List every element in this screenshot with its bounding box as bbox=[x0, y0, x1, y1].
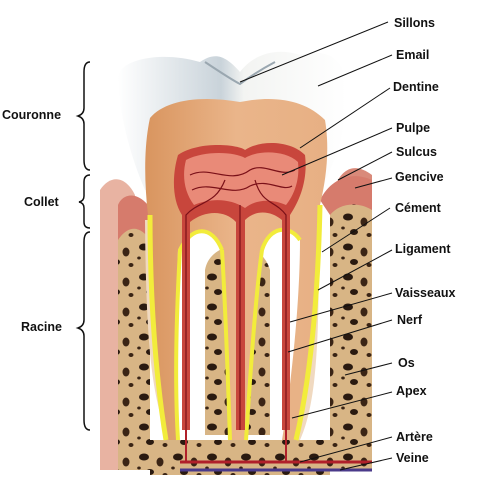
label-dentine: Dentine bbox=[393, 80, 439, 94]
bone-right bbox=[330, 201, 372, 470]
region-racine: Racine bbox=[21, 320, 62, 334]
label-nerf: Nerf bbox=[397, 313, 423, 327]
label-pulpe: Pulpe bbox=[396, 121, 431, 135]
cement-inner bbox=[174, 227, 302, 441]
label-sillons: Sillons bbox=[394, 16, 435, 30]
label-os: Os bbox=[398, 356, 415, 370]
label-email: Email bbox=[396, 48, 430, 62]
region-braces bbox=[75, 61, 91, 431]
sillon-groove bbox=[204, 61, 276, 86]
label-sulcus: Sulcus bbox=[396, 145, 437, 159]
cement-right bbox=[293, 204, 323, 441]
pulpe-inner bbox=[184, 152, 299, 208]
cement-left bbox=[147, 214, 169, 441]
label-apex: Apex bbox=[396, 384, 427, 398]
label-veine: Veine bbox=[396, 451, 429, 465]
leader-lines bbox=[239, 21, 393, 471]
gencive bbox=[118, 195, 150, 240]
label-artere: Artère bbox=[396, 430, 433, 444]
label-cement: Cément bbox=[395, 201, 441, 215]
label-gencive: Gencive bbox=[395, 170, 444, 184]
label-ligament: Ligament bbox=[395, 242, 451, 256]
region-collet: Collet bbox=[24, 195, 59, 209]
vaisseaux-network bbox=[185, 167, 296, 430]
region-couronne: Couronne bbox=[2, 108, 62, 122]
gencive-right bbox=[320, 176, 372, 215]
bone-left bbox=[118, 219, 150, 470]
label-vaisseaux: Vaisseaux bbox=[395, 286, 456, 300]
